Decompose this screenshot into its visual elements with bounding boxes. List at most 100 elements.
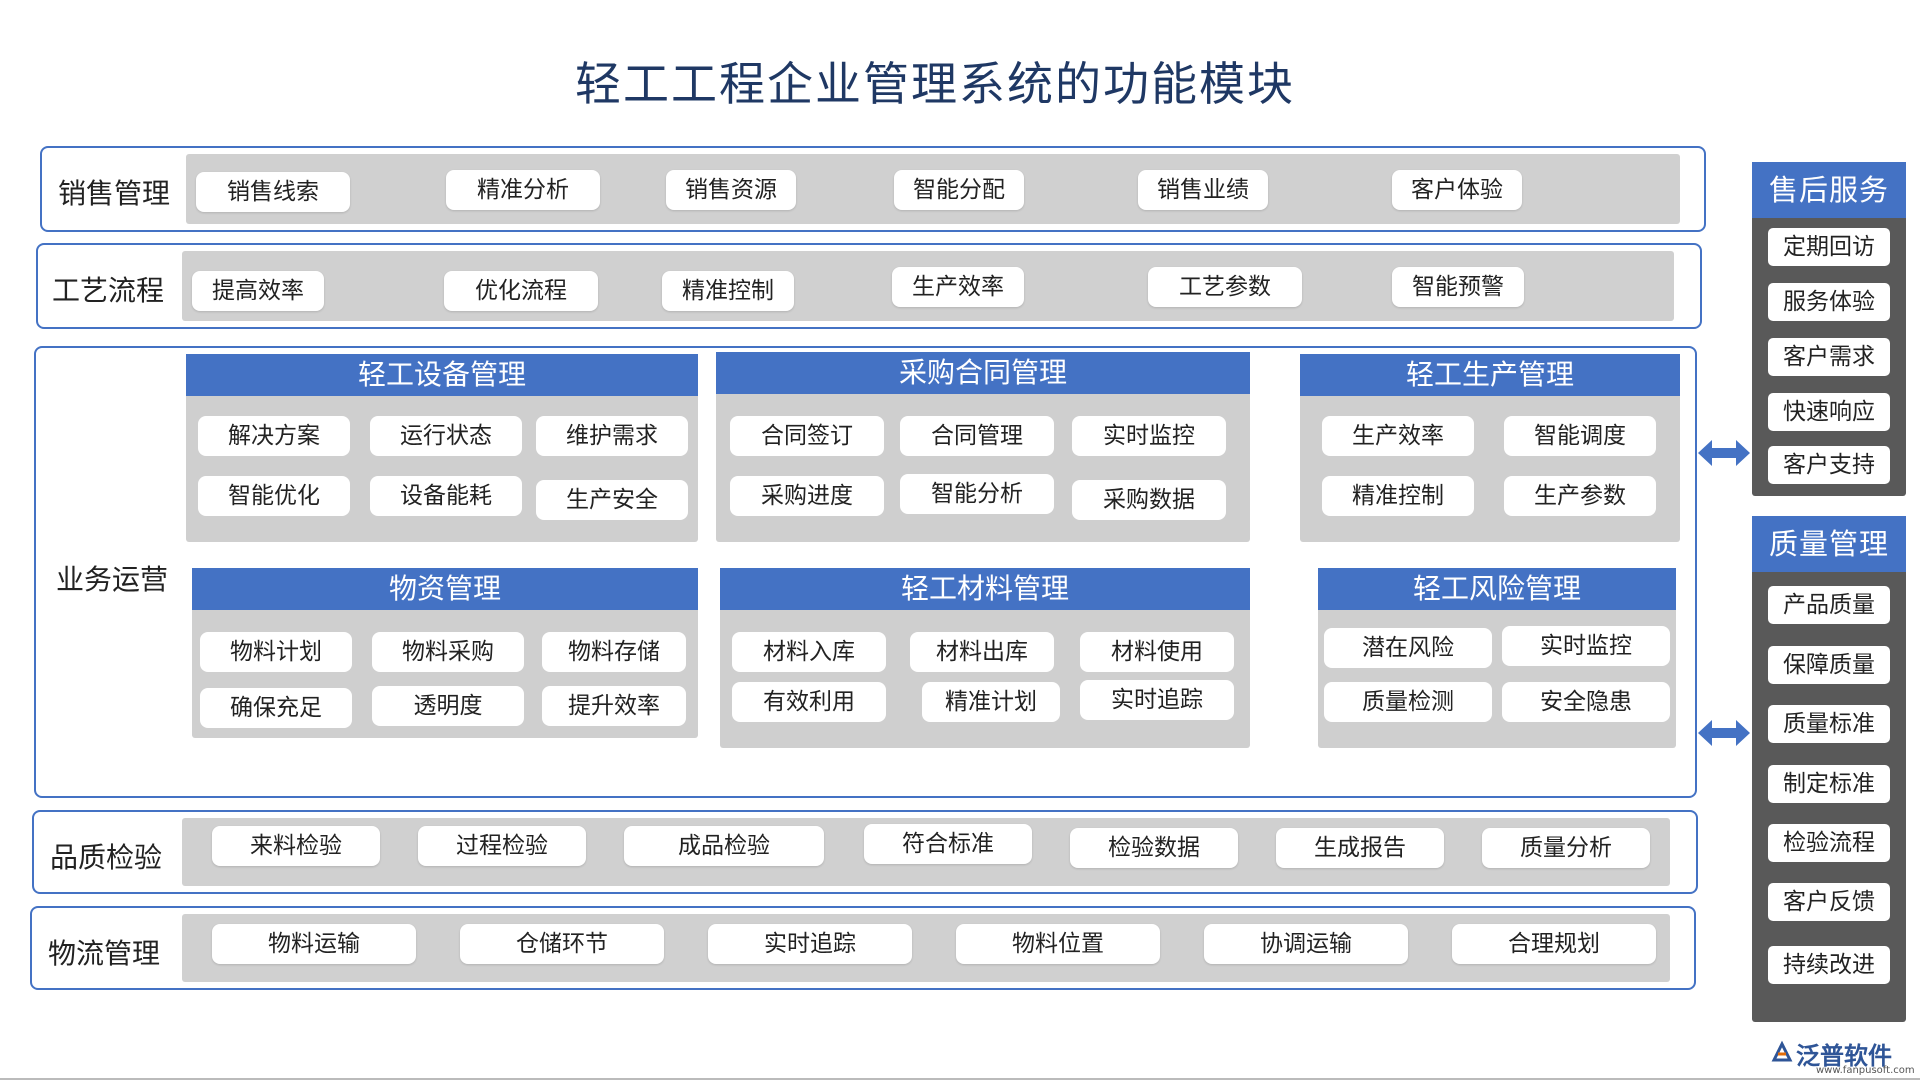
procurement-chip: 合同签订	[730, 416, 884, 456]
sales-chip: 精准分析	[446, 170, 600, 210]
equipment-chip: 生产安全	[536, 480, 688, 520]
procurement-panel: 采购合同管理 合同签订 合同管理 实时监控 采购进度 智能分析 采购数据	[716, 352, 1250, 542]
material-mgmt-panel: 轻工材料管理 材料入库 材料出库 材料使用 有效利用 精准计划 实时追踪	[720, 568, 1250, 748]
process-chip: 工艺参数	[1148, 267, 1302, 307]
procurement-chip: 合同管理	[900, 416, 1054, 456]
sales-chip: 智能分配	[894, 170, 1024, 210]
logistics-row: 物流管理 物料运输 仓储环节 实时追踪 物料位置 协调运输 合理规划	[30, 906, 1696, 990]
quality-check-chip: 生成报告	[1276, 828, 1444, 868]
brand-logo-icon	[1771, 1040, 1793, 1062]
process-chip: 生产效率	[892, 267, 1024, 307]
quality-mgmt-title: 质量管理	[1752, 516, 1906, 572]
production-chip: 生产参数	[1504, 476, 1656, 516]
process-chip: 优化流程	[444, 271, 598, 311]
procurement-chip: 采购数据	[1072, 480, 1226, 520]
production-panel-title: 轻工生产管理	[1300, 354, 1680, 396]
material-mgmt-chip: 精准计划	[922, 682, 1060, 722]
process-row-tray: 提高效率 优化流程 精准控制 生产效率 工艺参数 智能预警	[182, 251, 1674, 321]
equipment-chip: 设备能耗	[370, 476, 522, 516]
risk-chip: 安全隐患	[1502, 682, 1670, 722]
process-chip: 智能预警	[1392, 267, 1524, 307]
production-chip: 生产效率	[1322, 416, 1474, 456]
procurement-chip: 实时监控	[1072, 416, 1226, 456]
sales-chip: 客户体验	[1392, 170, 1522, 210]
process-row-label: 工艺流程	[52, 274, 165, 307]
materials-chip: 提升效率	[542, 686, 686, 726]
brand-name: 泛普软件	[1796, 1042, 1892, 1070]
quality-mgmt-item: 持续改进	[1768, 946, 1890, 984]
materials-chip: 物料采购	[372, 632, 524, 672]
production-panel: 轻工生产管理 生产效率 智能调度 精准控制 生产参数	[1300, 354, 1680, 542]
material-mgmt-chip: 有效利用	[732, 682, 886, 722]
risk-chip: 潜在风险	[1324, 628, 1492, 668]
quality-mgmt-item: 制定标准	[1768, 765, 1890, 803]
process-row: 工艺流程 提高效率 优化流程 精准控制 生产效率 工艺参数 智能预警	[36, 243, 1702, 329]
quality-mgmt-item: 客户反馈	[1768, 883, 1890, 921]
equipment-chip: 运行状态	[370, 416, 522, 456]
quality-check-chip: 检验数据	[1070, 828, 1238, 868]
equipment-panel: 轻工设备管理 解决方案 运行状态 维护需求 智能优化 设备能耗 生产安全	[186, 354, 698, 542]
equipment-panel-title: 轻工设备管理	[186, 354, 698, 396]
sales-row-tray: 销售线索 精准分析 销售资源 智能分配 销售业绩 客户体验	[186, 154, 1680, 224]
double-arrow-icon	[1698, 720, 1750, 746]
equipment-chip: 解决方案	[198, 416, 350, 456]
materials-panel: 物资管理 物料计划 物料采购 物料存储 确保充足 透明度 提升效率	[192, 568, 698, 738]
material-mgmt-panel-title: 轻工材料管理	[720, 568, 1250, 610]
operations-label: 业务运营	[56, 563, 169, 596]
logistics-chip: 仓储环节	[460, 924, 664, 964]
procurement-chip: 采购进度	[730, 476, 884, 516]
quality-mgmt-item: 保障质量	[1768, 646, 1890, 684]
risk-chip: 实时监控	[1502, 626, 1670, 666]
after-sales-item: 客户支持	[1768, 446, 1890, 484]
after-sales-panel: 售后服务 定期回访 服务体验 客户需求 快速响应 客户支持	[1752, 162, 1906, 496]
sales-chip: 销售线索	[196, 172, 350, 212]
equipment-chip: 维护需求	[536, 416, 688, 456]
logistics-chip: 物料运输	[212, 924, 416, 964]
production-chip: 智能调度	[1504, 416, 1656, 456]
logistics-chip: 合理规划	[1452, 924, 1656, 964]
after-sales-item: 定期回访	[1768, 228, 1890, 266]
logistics-chip: 物料位置	[956, 924, 1160, 964]
procurement-panel-title: 采购合同管理	[716, 352, 1250, 394]
quality-mgmt-item: 检验流程	[1768, 824, 1890, 862]
after-sales-title: 售后服务	[1752, 162, 1906, 218]
risk-panel-title: 轻工风险管理	[1318, 568, 1676, 610]
brand-url: www.fanpusoft.com	[1816, 1065, 1915, 1076]
logistics-chip: 实时追踪	[708, 924, 912, 964]
production-chip: 精准控制	[1322, 476, 1474, 516]
logistics-chip: 协调运输	[1204, 924, 1408, 964]
page-title: 轻工工程企业管理系统的功能模块	[575, 57, 1295, 111]
bottom-divider	[0, 1078, 1920, 1080]
material-mgmt-chip: 实时追踪	[1080, 680, 1234, 720]
materials-panel-title: 物资管理	[192, 568, 698, 610]
logistics-row-tray: 物料运输 仓储环节 实时追踪 物料位置 协调运输 合理规划	[182, 914, 1670, 982]
material-mgmt-chip: 材料出库	[910, 632, 1054, 672]
materials-chip: 物料计划	[200, 632, 352, 672]
quality-check-row-label: 品质检验	[50, 841, 163, 874]
sales-chip: 销售业绩	[1138, 170, 1268, 210]
risk-panel: 轻工风险管理 潜在风险 实时监控 质量检测 安全隐患	[1318, 568, 1676, 748]
materials-chip: 确保充足	[200, 688, 352, 728]
double-arrow-icon	[1698, 440, 1750, 466]
quality-mgmt-panel: 质量管理 产品质量 保障质量 质量标准 制定标准 检验流程 客户反馈 持续改进	[1752, 516, 1906, 1022]
quality-check-chip: 符合标准	[864, 824, 1032, 864]
quality-check-chip: 过程检验	[418, 826, 586, 866]
quality-check-row: 品质检验 来料检验 过程检验 成品检验 符合标准 检验数据 生成报告 质量分析	[32, 810, 1698, 894]
quality-check-row-tray: 来料检验 过程检验 成品检验 符合标准 检验数据 生成报告 质量分析	[182, 818, 1670, 886]
quality-check-chip: 来料检验	[212, 826, 380, 866]
logistics-row-label: 物流管理	[48, 937, 161, 970]
sales-row: 销售管理 销售线索 精准分析 销售资源 智能分配 销售业绩 客户体验	[40, 146, 1706, 232]
quality-check-chip: 成品检验	[624, 826, 824, 866]
quality-mgmt-item: 产品质量	[1768, 586, 1890, 624]
process-chip: 提高效率	[192, 271, 324, 311]
after-sales-item: 快速响应	[1768, 393, 1890, 431]
materials-chip: 透明度	[372, 686, 524, 726]
equipment-chip: 智能优化	[198, 476, 350, 516]
quality-mgmt-item: 质量标准	[1768, 705, 1890, 743]
procurement-chip: 智能分析	[900, 474, 1054, 514]
process-chip: 精准控制	[662, 271, 794, 311]
after-sales-item: 客户需求	[1768, 338, 1890, 376]
quality-check-chip: 质量分析	[1482, 828, 1650, 868]
operations-block: 业务运营 轻工设备管理 解决方案 运行状态 维护需求 智能优化 设备能耗 生产安…	[34, 346, 1697, 798]
sales-row-label: 销售管理	[58, 177, 171, 210]
